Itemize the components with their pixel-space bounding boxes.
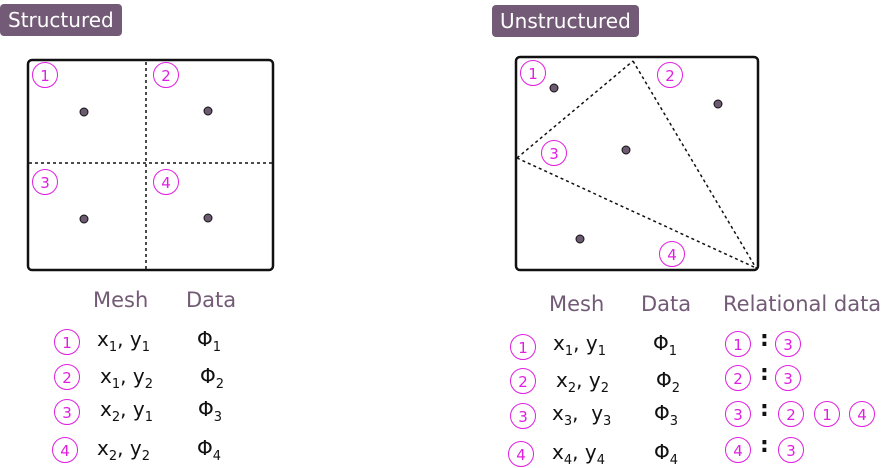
unstructured-row-data: Φ4 xyxy=(654,440,679,468)
unstructured-row-badge: 4 xyxy=(508,441,534,467)
neighbor-badge: 3 xyxy=(778,437,804,463)
unstructured-cell-badge-3: 3 xyxy=(541,140,567,166)
neighbor-badge: 1 xyxy=(814,401,840,427)
unstructured-row-mesh: x3, y3 xyxy=(552,401,612,429)
structured-cell-point-2 xyxy=(203,106,213,116)
structured-mesh xyxy=(26,58,275,272)
relation-separator: : xyxy=(760,361,769,386)
unstructured-row-badge: 1 xyxy=(510,334,536,360)
structured-cell-badge-4: 4 xyxy=(153,169,179,195)
structured-cell-point-3 xyxy=(79,214,89,224)
structured-cell-badge-1: 1 xyxy=(32,62,58,88)
unstructured-edge-left-bottom xyxy=(516,157,757,269)
unstructured-row-data: Φ1 xyxy=(653,331,678,359)
unstructured-relational-header: Relational data xyxy=(723,292,882,316)
unstructured-cell-badge-4: 4 xyxy=(659,241,685,267)
unstructured-cell-point-1 xyxy=(549,83,559,93)
structured-row-badge: 3 xyxy=(54,399,80,425)
structured-row-mesh: x1, y2 xyxy=(100,364,153,392)
unstructured-data-header: Data xyxy=(641,292,692,316)
unstructured-mesh-header: Mesh xyxy=(549,292,605,316)
unstructured-row-data: Φ2 xyxy=(656,368,681,396)
structured-row-data: Φ2 xyxy=(200,364,225,392)
structured-data-header: Data xyxy=(186,288,237,312)
unstructured-cell-point-4 xyxy=(575,234,585,244)
unstructured-cell-badge-2: 2 xyxy=(657,62,683,88)
unstructured-mesh-border xyxy=(514,55,760,272)
structured-cell-point-4 xyxy=(203,213,213,223)
unstructured-cell-point-3 xyxy=(621,145,631,155)
unstructured-row-data: Φ3 xyxy=(654,401,679,429)
unstructured-row-self-badge: 4 xyxy=(725,437,751,463)
unstructured-edge-top-bottom xyxy=(632,60,757,269)
unstructured-row-mesh: x4, y4 xyxy=(552,440,605,468)
structured-title: Structured xyxy=(0,4,122,36)
neighbor-badge: 3 xyxy=(775,365,801,391)
unstructured-title: Unstructured xyxy=(492,5,639,37)
unstructured-row-self-badge: 3 xyxy=(725,401,751,427)
structured-mesh-header: Mesh xyxy=(93,288,149,312)
unstructured-row-badge: 2 xyxy=(510,368,536,394)
unstructured-row-badge: 3 xyxy=(510,403,536,429)
unstructured-cell-badge-1: 1 xyxy=(520,60,546,86)
structured-row-mesh: x1, y1 xyxy=(97,327,150,355)
relation-separator: : xyxy=(760,327,769,352)
structured-mesh-border xyxy=(26,58,275,272)
structured-row-badge: 1 xyxy=(54,329,80,355)
structured-row-data: Φ1 xyxy=(197,327,222,355)
structured-row-data: Φ4 xyxy=(197,436,222,464)
neighbor-badge: 4 xyxy=(849,401,875,427)
unstructured-row-self-badge: 1 xyxy=(725,331,751,357)
structured-row-data: Φ3 xyxy=(198,397,223,425)
neighbor-badge: 3 xyxy=(775,331,801,357)
structured-row-badge: 2 xyxy=(54,364,80,390)
unstructured-row-mesh: x1, y1 xyxy=(553,331,606,359)
unstructured-edge-left-top xyxy=(516,60,634,159)
neighbor-badge: 2 xyxy=(778,401,804,427)
unstructured-cell-point-2 xyxy=(713,99,723,109)
structured-row-badge: 4 xyxy=(52,437,78,463)
unstructured-row-self-badge: 2 xyxy=(725,365,751,391)
structured-row-mesh: x2, y1 xyxy=(100,397,153,425)
unstructured-mesh xyxy=(514,55,760,272)
unstructured-row-mesh: x2, y2 xyxy=(556,368,609,396)
structured-cell-badge-2: 2 xyxy=(153,62,179,88)
relation-separator: : xyxy=(760,397,769,422)
structured-cell-badge-3: 3 xyxy=(32,169,58,195)
relation-separator: : xyxy=(760,433,769,458)
structured-cell-point-1 xyxy=(79,107,89,117)
structured-row-mesh: x2, y2 xyxy=(97,436,150,464)
